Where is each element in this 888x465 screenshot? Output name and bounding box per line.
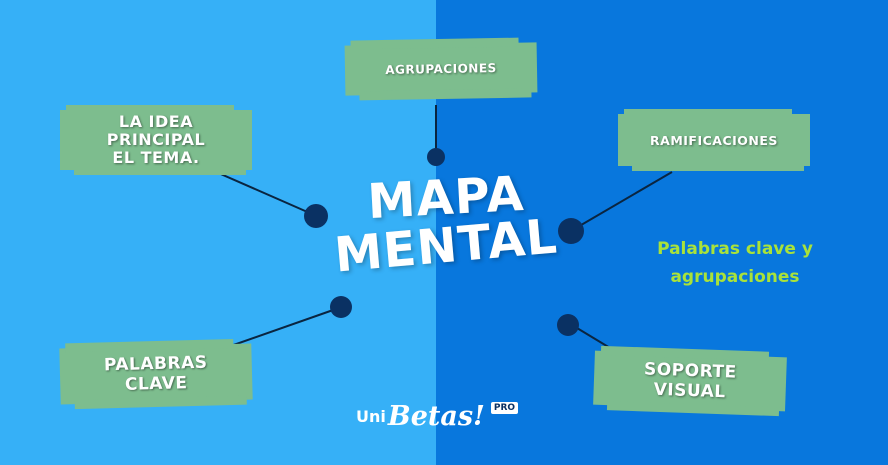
connector-idea-principal: [206, 167, 313, 215]
unibetas-logo: Uni Betas! PRO: [356, 396, 519, 436]
side-note-line1: Palabras clave y: [657, 239, 813, 259]
central-title: MAPA MENTAL: [326, 166, 566, 284]
tag-idea-line1: LA IDEA: [118, 112, 194, 131]
node-top: [427, 148, 445, 166]
connector-ramificaciones: [575, 171, 673, 229]
tag-agrupaciones: AGRUPACIONES: [344, 42, 538, 96]
node-right-lower: [557, 314, 579, 336]
logo-uni-text: Uni: [356, 406, 386, 426]
logo-betas-text: Betas!: [387, 400, 485, 432]
tag-agrupaciones-label: AGRUPACIONES: [385, 61, 497, 77]
side-note-line2: agrupaciones: [670, 267, 800, 287]
tag-idea-line3: EL TEMA.: [112, 148, 200, 167]
node-right-upper: [558, 218, 584, 244]
side-note: Palabras clave y agrupaciones: [640, 235, 830, 291]
node-left-upper: [304, 204, 328, 228]
logo-pro-badge: PRO: [490, 402, 519, 414]
tag-soporte-visual: SOPORTE VISUAL: [593, 350, 787, 412]
tag-palabras-clave: PALABRAS CLAVE: [59, 343, 253, 405]
node-left-lower: [330, 296, 352, 318]
tag-palabras-line1: PALABRAS: [103, 352, 208, 376]
tag-idea-principal: LA IDEA PRINCIPAL EL TEMA.: [60, 105, 252, 175]
tag-ramificaciones-label: RAMIFICACIONES: [650, 132, 778, 148]
tag-idea-line2: PRINCIPAL: [106, 130, 206, 149]
tag-palabras-line2: CLAVE: [124, 373, 188, 395]
tag-soporte-line2: VISUAL: [653, 379, 726, 403]
tag-ramificaciones: RAMIFICACIONES: [618, 109, 810, 171]
